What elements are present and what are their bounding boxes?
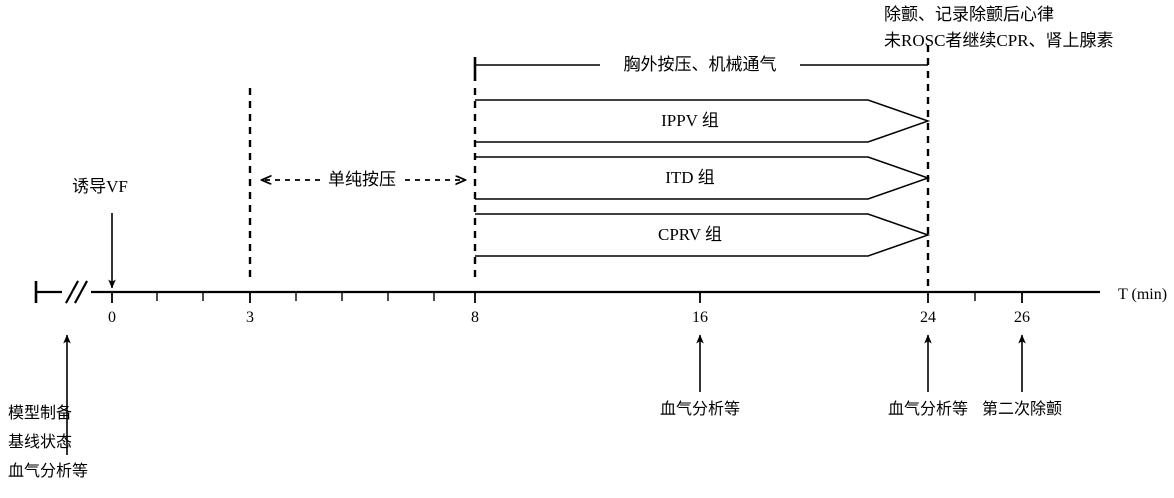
top-annotation-line2: 未ROSC者继续CPR、肾上腺素	[884, 31, 1114, 50]
baseline-note-line2: 基线状态	[8, 434, 73, 451]
event-label-26min: 第二次除颤	[981, 401, 1063, 418]
induce-vf-label: 诱导VF	[72, 177, 128, 196]
group-box-ippv	[475, 99, 931, 143]
group-label-itd: ITD 组	[665, 168, 715, 187]
group-box-cprv	[475, 213, 931, 257]
group-label-cprv: CPRV 组	[658, 225, 722, 244]
group-box-itd	[475, 156, 931, 200]
axis-minor-ticks	[156, 292, 976, 301]
top-annotation-line1: 除颤、记录除颤后心律	[884, 5, 1054, 24]
phase-label: 胸外按压、机械通气	[623, 55, 777, 74]
group-label-ippv: IPPV 组	[661, 111, 719, 130]
event-label-16min: 血气分析等	[659, 401, 741, 418]
time-axis	[34, 280, 1100, 304]
compression-only-label: 单纯按压	[328, 170, 396, 189]
axis-major-ticks	[111, 292, 1023, 303]
phase-bracket	[473, 57, 928, 81]
event-label-24min: 血气分析等	[887, 401, 969, 418]
axis-tick-label-16: 16	[692, 309, 708, 326]
baseline-note-line1: 模型制备	[8, 405, 73, 422]
axis-tick-label-26: 26	[1014, 309, 1030, 326]
axis-tick-label-0: 0	[108, 309, 116, 326]
axis-tick-label-24: 24	[920, 309, 936, 326]
baseline-note-line3: 血气分析等	[8, 463, 89, 480]
axis-tick-label-3: 3	[246, 309, 254, 326]
axis-break-marker	[62, 280, 91, 304]
axis-label: T (min)	[1118, 286, 1168, 303]
axis-tick-label-8: 8	[471, 309, 479, 326]
